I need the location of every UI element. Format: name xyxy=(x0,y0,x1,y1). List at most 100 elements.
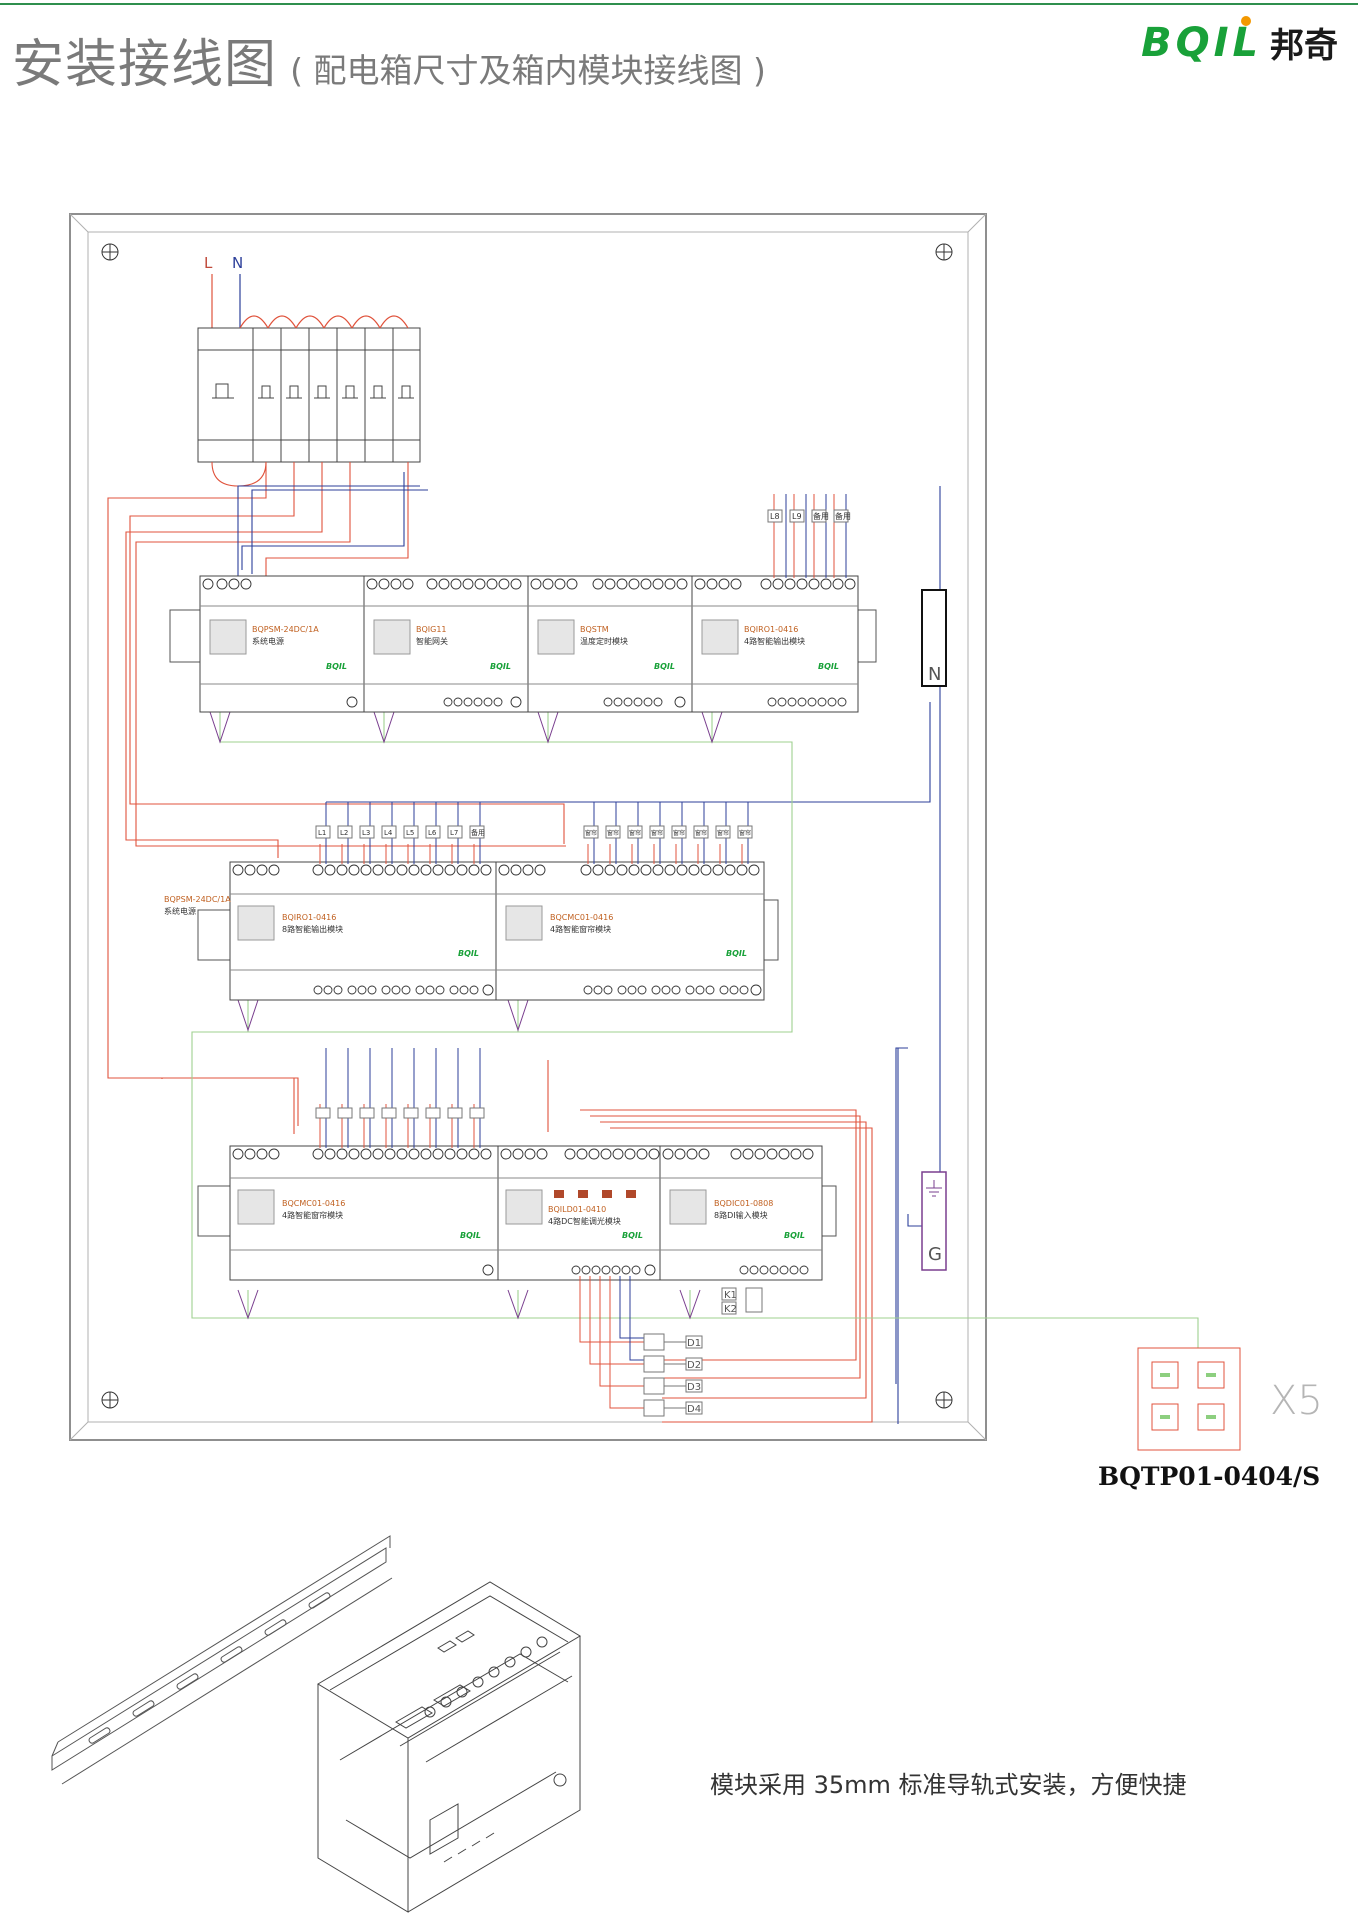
module-name: 4路智能输出模块 xyxy=(744,636,805,646)
brand-logo-en: BQIL xyxy=(1141,19,1262,66)
mounting-screws xyxy=(101,243,953,1409)
neutral-bar xyxy=(921,589,947,687)
input-label-k1: K1 xyxy=(724,1290,737,1301)
load-label-l9: L9 xyxy=(792,512,802,521)
module-name: 智能网关 xyxy=(416,636,448,646)
row-1-loads: L8 L9 备用 备用 xyxy=(767,509,851,523)
module-model: BQIRO1-0416 xyxy=(744,625,798,634)
ground-icon xyxy=(926,1180,942,1197)
load-label-l4: L4 xyxy=(384,829,393,837)
load-label-l1: L1 xyxy=(318,829,326,837)
module-model: BQCMC01-0416 xyxy=(282,1199,345,1208)
module-logo: BQIL xyxy=(458,949,479,958)
supply-label-n: N xyxy=(232,254,243,272)
title-main: 安装接线图 xyxy=(12,35,278,95)
load-label-curtain: 窗帘 xyxy=(585,829,597,837)
module-logo: BQIL xyxy=(818,662,839,671)
module-3d-illustration xyxy=(317,1581,581,1913)
brand-logo: BQIL 邦奇 xyxy=(1141,18,1338,67)
module-name: 4路DC智能调光模块 xyxy=(548,1216,621,1226)
dimmer-label-d2: D2 xyxy=(687,1360,701,1371)
load-label-curtain: 窗帘 xyxy=(739,829,751,837)
module-name: 4路智能窗帘模块 xyxy=(282,1210,343,1220)
load-label-l6: L6 xyxy=(428,829,437,837)
row-3-load-wires xyxy=(319,1048,481,1148)
module-logo: BQIL xyxy=(654,662,675,671)
row-3-loads xyxy=(315,1107,485,1119)
row-2-loads: L1 L2 L3 L4 L5 L6 L7 备用 窗帘 窗帘 窗帘 窗帘 窗帘 窗帘 窗帘 窗帘 xyxy=(315,825,753,839)
din-rail-illustration xyxy=(51,1535,393,1785)
load-label-spare: 备用 xyxy=(471,828,485,837)
digital-inputs: K1 K2 xyxy=(721,1287,763,1315)
page-title: 安装接线图 ( 配电箱尺寸及箱内模块接线图 ) xyxy=(12,22,766,97)
row-3-labels: BQCMC01-0416 4路智能窗帘模块 BQILD01-0410 4路DC智… xyxy=(282,1199,805,1240)
touch-panel xyxy=(1137,1347,1241,1451)
module-model: BQIRO1-0416 xyxy=(282,913,336,922)
module-logo: BQIL xyxy=(460,1231,481,1240)
load-label-curtain: 窗帘 xyxy=(717,829,729,837)
load-label-curtain: 窗帘 xyxy=(695,829,707,837)
load-label-l7: L7 xyxy=(450,829,458,837)
title-subtitle: ( 配电箱尺寸及箱内模块接线图 ) xyxy=(290,51,766,90)
circuit-breakers xyxy=(197,327,421,463)
row-2-labels: BQPSM-24DC/1A 系统电源 BQIRO1-0416 8路智能输出模块 … xyxy=(164,895,747,958)
load-label-curtain: 窗帘 xyxy=(673,829,685,837)
module-logo: BQIL xyxy=(622,1231,643,1240)
load-label-l8: L8 xyxy=(770,512,780,521)
top-divider xyxy=(0,3,1358,5)
supply-label-l: L xyxy=(204,254,213,272)
load-label-curtain: 窗帘 xyxy=(651,829,663,837)
load-label-curtain: 窗帘 xyxy=(607,829,619,837)
side-module-model: BQPSM-24DC/1A xyxy=(164,895,231,904)
module-logo: BQIL xyxy=(490,662,511,671)
load-label-l2: L2 xyxy=(340,829,348,837)
row-3-terminals xyxy=(232,1148,814,1276)
module-model: BQIG11 xyxy=(416,625,447,634)
module-model: BQSTM xyxy=(580,625,609,634)
module-logo: BQIL xyxy=(726,949,747,958)
breaker-jumpers xyxy=(239,315,409,329)
purple-wires xyxy=(209,711,723,1320)
module-logo: BQIL xyxy=(784,1231,805,1240)
load-label-curtain: 窗帘 xyxy=(629,829,641,837)
neutral-bar-label: N xyxy=(928,664,941,685)
row-1-load-wires xyxy=(773,494,847,578)
module-row-2 xyxy=(197,861,779,1001)
dimmer-outputs: D1 D2 D3 D4 xyxy=(643,1333,703,1417)
module-name: 8路DI输入模块 xyxy=(714,1210,768,1220)
load-label-spare-2: 备用 xyxy=(835,511,851,521)
module-row-1 xyxy=(169,575,877,713)
load-label-spare-1: 备用 xyxy=(813,511,829,521)
brand-logo-zh: 邦奇 xyxy=(1270,26,1338,66)
module-model: BQCMC01-0416 xyxy=(550,913,613,922)
module-name: 4路智能窗帘模块 xyxy=(550,924,611,934)
dimmer-label-d3: D3 xyxy=(687,1382,701,1393)
module-name: 温度定时模块 xyxy=(580,636,628,646)
panel-model-label: BQTP01-0404/S xyxy=(1098,1462,1321,1491)
rail-caption: 模块采用 35mm 标准导轨式安装，方便快捷 xyxy=(710,1771,1187,1799)
module-row-3 xyxy=(197,1145,837,1281)
module-model: BQPSM-24DC/1A xyxy=(252,625,319,634)
module-model: BQDIC01-0808 xyxy=(714,1199,773,1208)
module-model: BQILD01-0410 xyxy=(548,1205,606,1214)
green-bus-wires xyxy=(191,712,1199,1348)
enclosure xyxy=(69,213,987,1441)
module-name: 系统电源 xyxy=(252,636,284,646)
load-label-l3: L3 xyxy=(362,829,370,837)
panel-quantity: X5 xyxy=(1270,1378,1323,1424)
red-wires xyxy=(107,461,873,1423)
row-1-labels: BQPSM-24DC/1A 系统电源 BQIG11 智能网关 BQSTM 温度定… xyxy=(252,625,839,671)
row-2-terminals xyxy=(232,864,762,996)
row-1-terminals xyxy=(202,578,856,708)
module-logo: BQIL xyxy=(326,662,347,671)
load-label-l5: L5 xyxy=(406,829,414,837)
brand-accent-dot xyxy=(1241,16,1251,26)
input-label-k2: K2 xyxy=(724,1304,737,1315)
ground-bar-label: G xyxy=(928,1244,942,1265)
dimmer-label-d4: D4 xyxy=(687,1404,701,1415)
dimmer-label-d1: D1 xyxy=(687,1338,701,1349)
side-module-name: 系统电源 xyxy=(164,906,196,916)
dimmer-output-wires xyxy=(579,1276,644,1409)
module-name: 8路智能输出模块 xyxy=(282,924,343,934)
